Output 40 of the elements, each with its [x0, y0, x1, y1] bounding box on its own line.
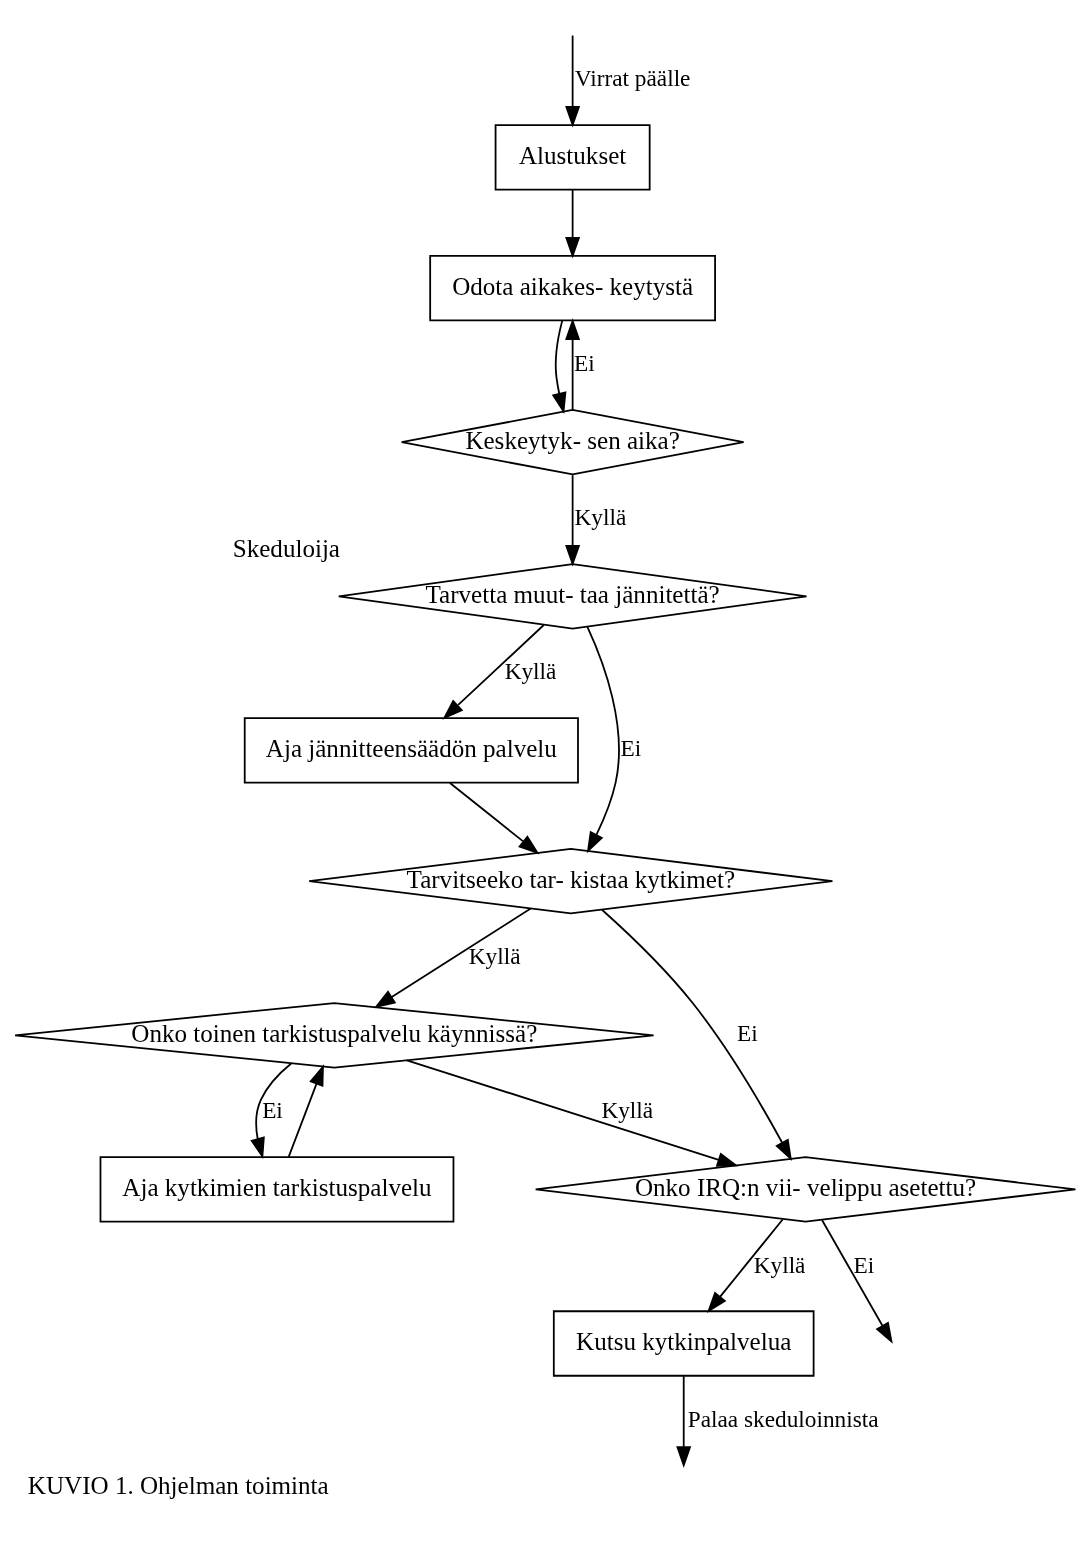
node-box: Alustukset	[494, 124, 651, 191]
arrow	[676, 1375, 692, 1468]
edge-label: Ei	[853, 1251, 875, 1278]
node-diamond: Tarvetta muut- taa jännitettä?	[337, 563, 808, 630]
arrow	[706, 1218, 784, 1314]
edge-label: Kyllä	[504, 658, 557, 685]
node-box: Odota aikakes- keytystä	[429, 254, 716, 322]
arrow	[250, 1062, 293, 1159]
node-diamond: Onko IRQ:n vii- velippu asetettu?	[534, 1156, 1077, 1223]
caption: KUVIO 1. Ohjelman toiminta	[27, 1471, 329, 1499]
arrow	[821, 1219, 893, 1344]
edge-label: Kyllä	[468, 943, 521, 970]
arrow	[373, 907, 532, 1009]
arrow	[586, 625, 620, 854]
arrow	[565, 34, 581, 128]
arrow	[601, 908, 793, 1162]
node-box: Aja jännitteensäädön palvelu	[243, 717, 579, 784]
edge-label: Ei	[262, 1097, 283, 1124]
arrow	[442, 624, 545, 720]
node-diamond: Onko toinen tarkistuspalvelu käynnissä?	[14, 1002, 655, 1069]
node-box: Kutsu kytkinpalvelua	[552, 1310, 815, 1377]
edge-label: Virrat päälle	[574, 65, 691, 92]
edge-label: Ei	[736, 1020, 758, 1047]
arrow	[551, 319, 567, 414]
arrow	[565, 474, 581, 567]
node-label: Skeduloija	[232, 535, 341, 563]
edge-label: Ei	[573, 350, 595, 377]
edge-label: Kyllä	[574, 504, 627, 531]
edge-label: Kyllä	[753, 1251, 806, 1278]
node-box: Aja kytkimien tarkistuspalvelu	[99, 1156, 455, 1223]
node-diamond: Tarvitseeko tar- kistaa kytkimet?	[308, 848, 834, 915]
edge-label: Ei	[620, 735, 642, 762]
arrow	[565, 189, 581, 259]
arrow	[449, 782, 540, 855]
arrow	[406, 1059, 739, 1167]
edge-label: Palaa skeduloinnista	[687, 1405, 879, 1432]
node-diamond: Keskeytyk- sen aika?	[400, 409, 745, 476]
edge-label: Kyllä	[601, 1097, 654, 1124]
arrow	[565, 318, 581, 411]
arrow	[287, 1064, 324, 1158]
